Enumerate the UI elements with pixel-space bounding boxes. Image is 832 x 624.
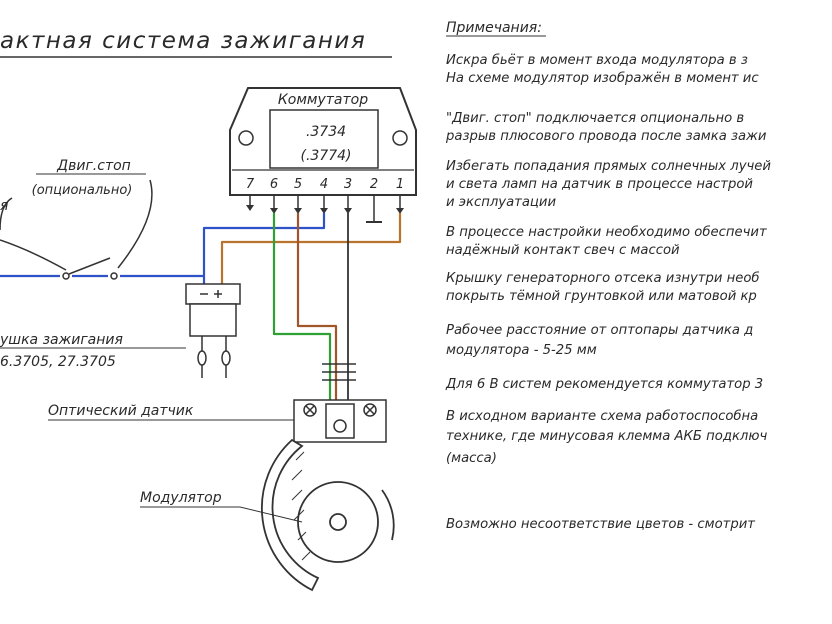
notes: Искра бьёт в момент входа модулятора в з… — [445, 52, 771, 532]
note-line: (масса) — [446, 451, 497, 466]
note-line: Для 6 В систем рекомендуется коммутатор … — [445, 377, 763, 392]
note-line: и эксплуатации — [446, 195, 556, 210]
wire-brown-pin5 — [296, 213, 338, 408]
optical-sensor-label: Оптический датчик — [48, 403, 194, 419]
note-line: "Двиг. стоп" подключается опционально в — [446, 111, 744, 126]
switch-label-line1: Двиг.стоп — [56, 158, 131, 174]
note-line: В процессе настройки необходимо обеспечи… — [446, 224, 767, 240]
pin-label-7: 7 — [246, 177, 255, 192]
note-line: Избегать попадания прямых солнечных луче… — [446, 158, 771, 174]
note-line: В исходном варианте схема работоспособна — [446, 408, 758, 424]
note-line: Возможно несоответствие цветов - смотрит — [446, 517, 755, 532]
engine-stop-switch — [0, 179, 153, 280]
commutator-model-1: .3734 — [306, 124, 346, 140]
wires — [0, 213, 402, 408]
note-line: Искра бьёт в момент входа модулятора в з — [446, 52, 748, 68]
note-line: модулятора - 5-25 мм — [446, 343, 597, 358]
commutator-label: Коммутатор — [278, 92, 368, 108]
pin-label-1: 1 — [396, 177, 404, 192]
modulator-label: Модулятор — [140, 490, 222, 506]
pin-label-3: 3 — [344, 177, 352, 192]
wire-clips — [322, 363, 356, 381]
pin-label-6: 6 — [270, 177, 278, 192]
commutator-model-2: (.3774) — [300, 148, 351, 164]
note-line: покрыть тёмной грунтовкой или матовой кр — [446, 288, 757, 304]
note-line: разрыв плюсового провода после замка заж… — [445, 129, 767, 144]
ignition-coil — [185, 283, 241, 378]
note-line: технике, где минусовая клемма АКБ подклю… — [446, 429, 767, 444]
wire-green-pin6 — [272, 213, 332, 408]
note-line: Рабочее расстояние от оптопары датчика д — [446, 322, 753, 338]
left-fragment-label: я — [0, 198, 8, 214]
pin-label-2: 2 — [370, 177, 378, 192]
wire-brown-pin1 — [220, 213, 402, 285]
note-line: и света ламп на датчик в процессе настро… — [446, 177, 753, 192]
modulator-hatch — [291, 451, 311, 561]
note-line: На схеме модулятор изображён в момент ис — [446, 70, 759, 86]
modulator — [260, 438, 395, 592]
switch-label-line2: (опционально) — [32, 183, 133, 198]
pin-label-5: 5 — [294, 177, 302, 192]
notes-heading: Примечания: — [446, 20, 542, 36]
wire-blue-pin4 — [202, 213, 326, 285]
diagram-title: актная система зажигания — [0, 28, 366, 54]
coil-label: ушка зажигания — [0, 332, 123, 348]
optical-sensor — [293, 399, 387, 443]
coil-models: 6.3705, 27.3705 — [0, 354, 116, 370]
note-line: надёжный контакт свеч с массой — [446, 242, 680, 258]
pin-label-4: 4 — [320, 177, 328, 192]
note-line: Крышку генераторного отсека изнутри необ — [446, 270, 760, 286]
